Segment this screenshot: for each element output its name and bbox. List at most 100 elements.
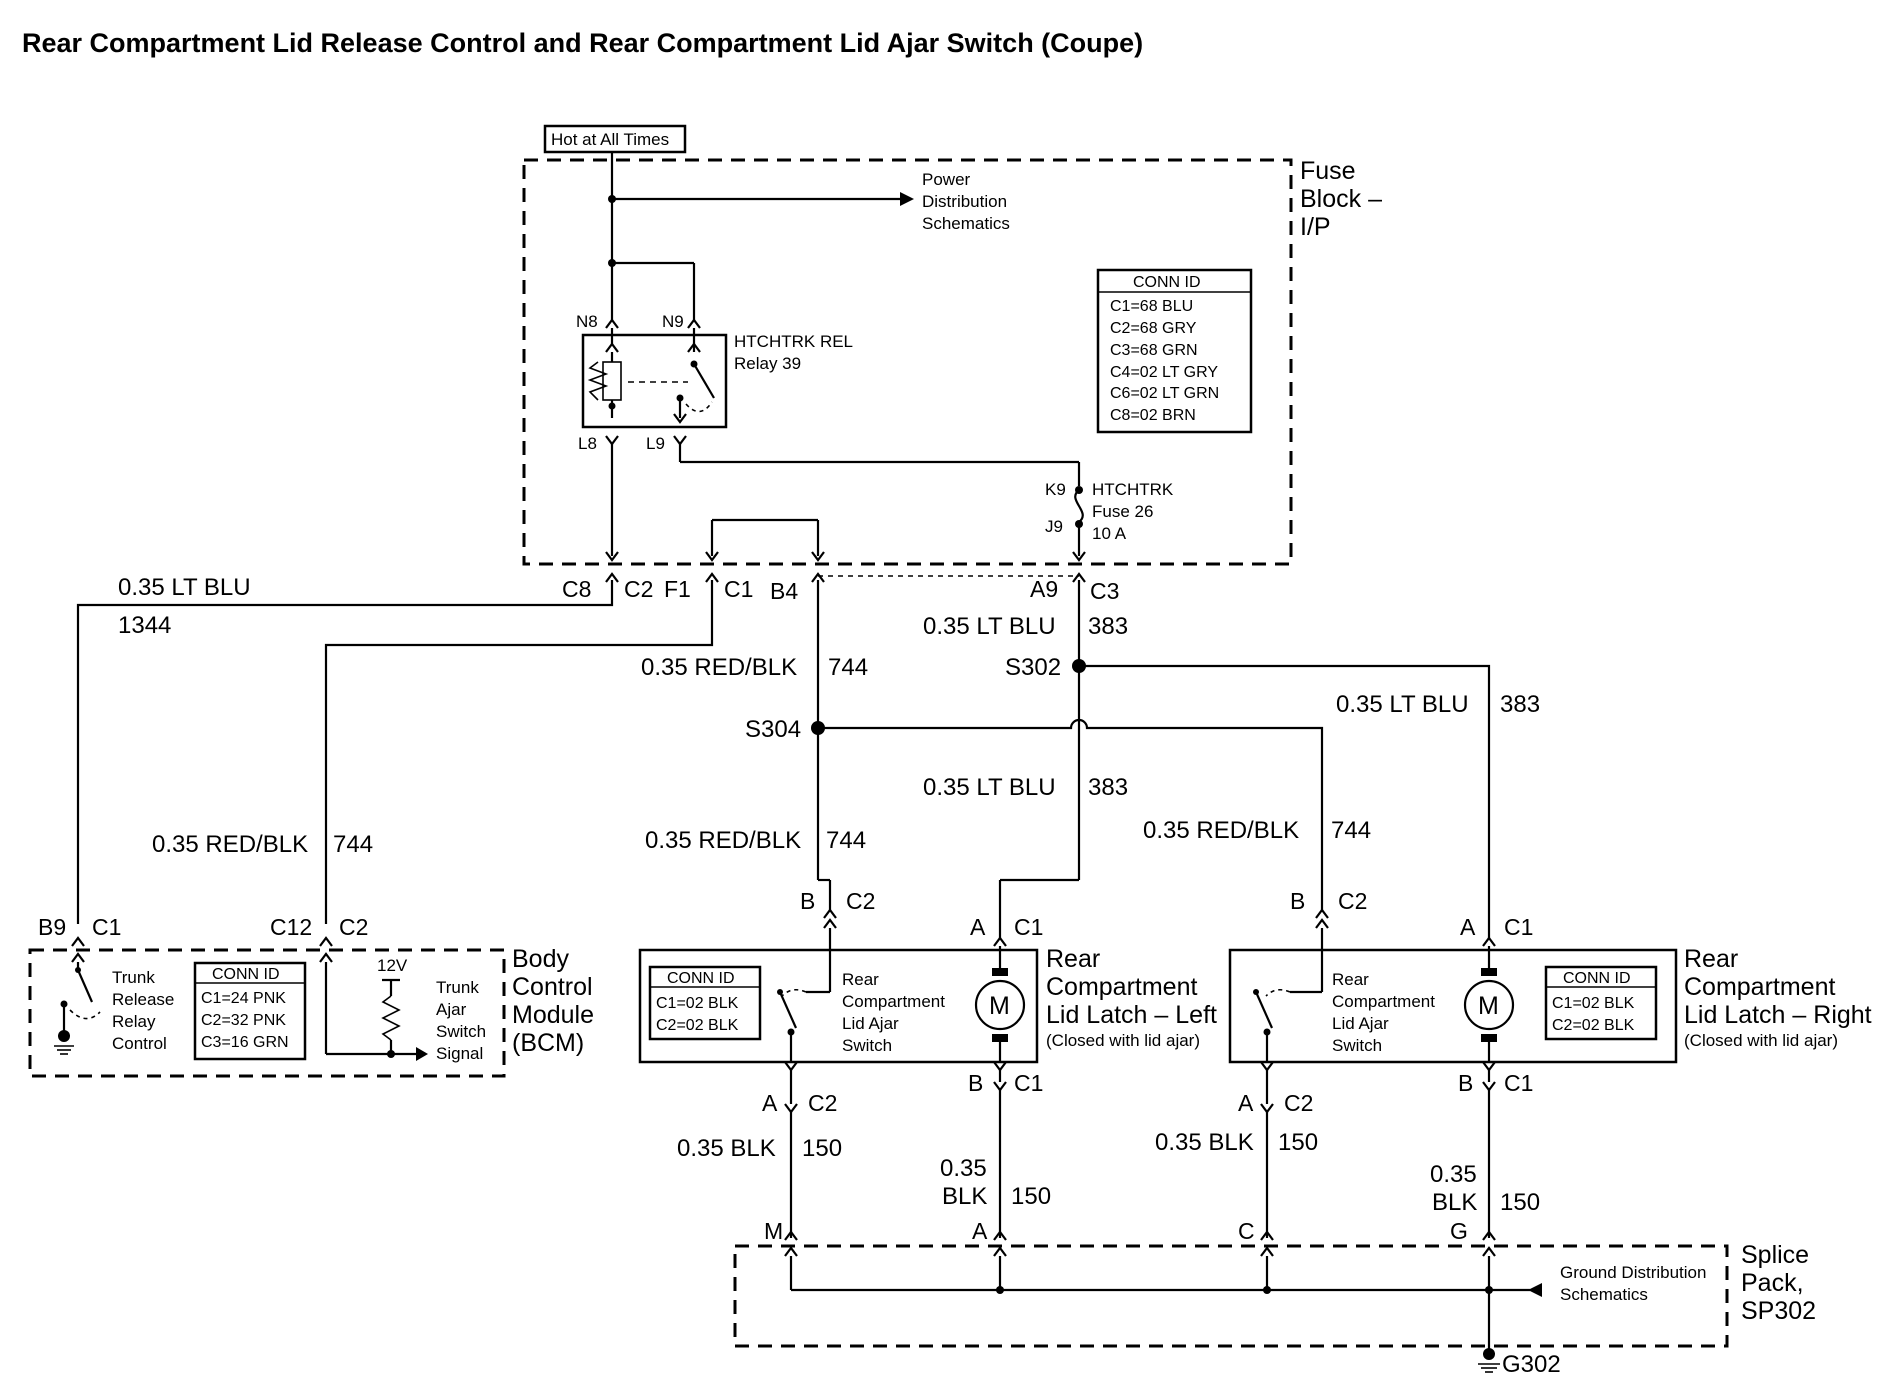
- latch-right-pin-a: A: [1460, 914, 1476, 940]
- wire-744-left-color: 0.35 RED/BLK: [645, 827, 801, 854]
- latch-left-conn-id-title: CONN ID: [667, 970, 735, 987]
- pin-a9: A9: [1030, 576, 1058, 602]
- relay-39-box: [581, 333, 728, 429]
- bcm-pin-c2: C2: [339, 914, 368, 940]
- latch-left-pin-a: A: [970, 914, 986, 940]
- latch-left-pin-c2-bottom: C2: [808, 1090, 837, 1116]
- pin-l9: L9: [646, 434, 665, 453]
- bcm-pin-b9: B9: [38, 914, 66, 940]
- relay-switch-blade: [693, 363, 715, 399]
- ground-distribution-label-1: Ground Distribution: [1560, 1263, 1706, 1282]
- hot-at-all-times-box: [543, 124, 687, 154]
- wire-744-bcm: [324, 580, 714, 924]
- latch-left-label-1: Rear: [1046, 945, 1100, 973]
- splice-s302-label: S302: [1005, 654, 1061, 681]
- wire-150-c-number: 150: [1278, 1129, 1318, 1156]
- trunk-release-label-4: Control: [112, 1034, 167, 1053]
- wire-744-bcm-number: 744: [333, 831, 373, 858]
- body-control-module: B9 C1 C12 C2 Body Control Module (BCM) T…: [28, 914, 594, 1078]
- wires: 0.35 LT BLU 1344 0.35 RED/BLK 744 0.35 R…: [76, 574, 1540, 1238]
- latch-left-motor-label: M: [989, 992, 1010, 1020]
- fuse-block-conn-id-6: C8=02 BRN: [1110, 407, 1196, 424]
- fuse-block-label-2: Block –: [1300, 185, 1382, 213]
- wire-150-g-color-2: BLK: [1432, 1189, 1477, 1216]
- latch-right-label-3: Lid Latch – Right: [1684, 1001, 1872, 1029]
- trunk-release-label-2: Release: [112, 990, 174, 1009]
- splice-pin-a: A: [972, 1218, 988, 1244]
- latch-left-box: [638, 948, 1039, 1064]
- bcm-label-3: Module: [512, 1001, 594, 1029]
- fuse-rating: 10 A: [1092, 524, 1127, 543]
- power-distribution-arrow: [900, 192, 914, 206]
- wire-383-left-number: 383: [1088, 774, 1128, 801]
- latch-right-pin-b-bottom: B: [1458, 1070, 1473, 1096]
- wire-150-c-color: 0.35 BLK: [1155, 1129, 1254, 1156]
- fuse-block-conn-id-2: C2=68 GRY: [1110, 320, 1197, 337]
- bcm-label-4: (BCM): [512, 1029, 584, 1057]
- pin-n9: N9: [662, 312, 684, 331]
- fuse-block-conn-id-4: C4=02 LT GRY: [1110, 364, 1218, 381]
- splice-pin-m: M: [764, 1218, 783, 1244]
- latch-right-box: [1228, 948, 1678, 1064]
- bcm-outline: [28, 948, 506, 1078]
- splice-pack-label-3: SP302: [1741, 1297, 1816, 1325]
- wire-744-left-number: 744: [826, 827, 866, 854]
- latch-left-label-2: Compartment: [1046, 973, 1197, 1001]
- latch-right-pin-b: B: [1290, 888, 1305, 914]
- latch-right-note: (Closed with lid ajar): [1684, 1031, 1838, 1050]
- latch-left-ajar-switch: [778, 991, 798, 1029]
- splice-pin-g: G: [1450, 1218, 1468, 1244]
- pin-b4: B4: [770, 578, 798, 604]
- latch-right-conn-id-1: C1=02 BLK: [1552, 995, 1635, 1012]
- latch-left-switch-label-3: Lid Ajar: [842, 1014, 899, 1033]
- pin-c8: C8: [562, 576, 591, 602]
- fuse-name: HTCHTRK: [1092, 480, 1174, 499]
- trunk-release-label-3: Relay: [112, 1012, 156, 1031]
- latch-left-pin-c2: C2: [846, 888, 875, 914]
- wire-383-right-color: 0.35 LT BLU: [1336, 691, 1469, 718]
- bcm-label-1: Body: [512, 945, 569, 973]
- ground-g302-symbol: [1483, 1348, 1495, 1360]
- hot-at-all-times-label: Hot at All Times: [551, 130, 669, 149]
- latch-right-ajar-switch: [1254, 991, 1274, 1029]
- latch-left-pin-b: B: [800, 888, 815, 914]
- latch-right-conn-id-title: CONN ID: [1563, 970, 1631, 987]
- fuse-block-connectors: C8 C2 F1 C1 B4 A9 C3: [562, 572, 1119, 604]
- wire-150-a-number: 150: [1011, 1183, 1051, 1210]
- latch-left-switch-label-1: Rear: [842, 970, 879, 989]
- splice-pack-outline: [733, 1244, 1729, 1348]
- latch-right-switch-label-3: Lid Ajar: [1332, 1014, 1389, 1033]
- trunk-ajar-label-3: Switch: [436, 1022, 486, 1041]
- latch-right-motor: [1463, 979, 1515, 1031]
- latch-right-motor-label: M: [1478, 992, 1499, 1020]
- wire-744-right-number: 744: [1331, 817, 1371, 844]
- ground-distribution-arrow: [1528, 1283, 1542, 1297]
- pin-c2-fuse: C2: [624, 576, 653, 602]
- wire-383-right: [1079, 664, 1491, 938]
- wire-744-main-number: 744: [828, 654, 868, 681]
- latch-left-note: (Closed with lid ajar): [1046, 1031, 1200, 1050]
- trunk-ajar-label-2: Ajar: [436, 1000, 467, 1019]
- latch-left-pin-c1: C1: [1014, 914, 1043, 940]
- wire-744-bcm-color: 0.35 RED/BLK: [152, 831, 308, 858]
- pin-j9: J9: [1045, 517, 1063, 536]
- latch-right-switch-label-4: Switch: [1332, 1036, 1382, 1055]
- splice-pin-c: C: [1238, 1218, 1255, 1244]
- wire-150-m-number: 150: [802, 1135, 842, 1162]
- latch-left-conn-id-box: [648, 965, 762, 1041]
- pullup-resistor: [381, 995, 401, 1041]
- relay-number: Relay 39: [734, 354, 801, 373]
- latch-left-pin-c1-bottom: C1: [1014, 1070, 1043, 1096]
- rear-compartment-lid-latch-left: B C2 A C1 Rear Compartment Lid Latch – L…: [638, 888, 1217, 1116]
- latch-left-conn-id-1: C1=02 BLK: [656, 995, 739, 1012]
- latch-left-motor: [974, 979, 1026, 1031]
- wire-744-right: [818, 718, 1324, 912]
- trunk-ajar-label-4: Signal: [436, 1044, 483, 1063]
- ground-distribution-label-2: Schematics: [1560, 1285, 1648, 1304]
- latch-right-switch-label-1: Rear: [1332, 970, 1369, 989]
- wire-1344-number: 1344: [118, 612, 171, 639]
- pin-c3: C3: [1090, 578, 1119, 604]
- trunk-release-switch: [76, 969, 94, 1003]
- bcm-label-2: Control: [512, 973, 593, 1001]
